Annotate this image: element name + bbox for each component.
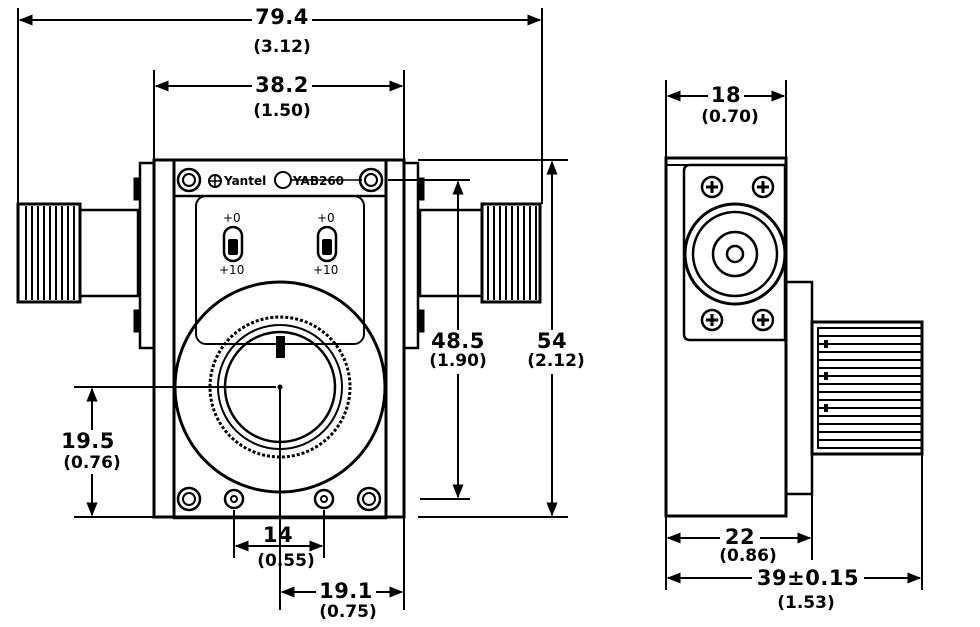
dim-hole-spacing: 14	[263, 523, 293, 547]
side-screw-tr	[751, 175, 775, 199]
screw-bottom-left	[176, 486, 202, 512]
dim-knob-center-height-in: (0.76)	[63, 453, 120, 473]
switch-left	[222, 225, 244, 263]
side-screw-br	[751, 308, 775, 332]
front-dimension-lines	[17, 8, 568, 610]
side-body	[664, 156, 814, 518]
dim-side-overall-depth-in: (1.53)	[777, 593, 834, 613]
right-sma-connector	[417, 177, 542, 333]
dim-side-overall-depth: 39±0.15	[757, 566, 859, 590]
dim-knob-to-edge-in: (0.75)	[319, 602, 376, 622]
dim-overall-width-in: (3.12)	[253, 37, 310, 57]
front-view	[16, 158, 542, 520]
screw-top-right	[358, 167, 384, 193]
dim-body-width: 38.2	[255, 73, 309, 97]
dim-overall-height: 54	[537, 329, 567, 353]
screw-top-left	[176, 167, 202, 193]
front-dimension-texts: 79.4 (3.12) 38.2 (1.50) 48.5 (1.90) 54 (…	[61, 4, 585, 622]
left-sma-connector	[16, 177, 141, 333]
dim-knob-center-height: 19.5	[61, 429, 115, 453]
logo-icon	[208, 174, 222, 188]
side-view	[664, 156, 924, 518]
dim-hole-spacing-in: (0.55)	[257, 551, 314, 571]
model-label: YAB260	[292, 174, 344, 188]
front-view-labels: Yantel YAB260 +0 +10 +0 +10	[219, 174, 344, 277]
dim-side-body-depth-in: (0.86)	[719, 546, 776, 566]
dim-inner-height-in: (1.90)	[429, 351, 486, 371]
switch-right	[316, 225, 338, 263]
dim-side-width-in: (0.70)	[701, 107, 758, 127]
dim-side-body-depth: 22	[725, 525, 755, 549]
switch-left-top-label: +0	[223, 211, 241, 225]
dim-side-width: 18	[711, 83, 741, 107]
brand-badge	[274, 171, 362, 189]
side-connector-face	[683, 202, 787, 306]
side-screw-tl	[700, 175, 724, 199]
side-screw-bl	[700, 308, 724, 332]
brand-name: Yantel	[223, 174, 266, 188]
switch-right-top-label: +0	[317, 211, 335, 225]
switch-right-bottom-label: +10	[313, 263, 338, 277]
side-dimension-texts: 18 (0.70) 22 (0.86) 39±0.15 (1.53)	[701, 82, 864, 613]
side-knob-profile	[810, 320, 924, 456]
screw-bottom-right	[356, 486, 382, 512]
dim-overall-width: 79.4	[255, 5, 309, 29]
dim-overall-height-in: (2.12)	[527, 351, 584, 371]
dim-body-width-in: (1.50)	[253, 101, 310, 121]
mount-hole-right	[313, 488, 335, 510]
mount-hole-left	[223, 488, 245, 510]
dim-knob-to-edge: 19.1	[319, 579, 373, 603]
switch-left-bottom-label: +10	[219, 263, 244, 277]
dim-inner-height: 48.5	[431, 329, 485, 353]
